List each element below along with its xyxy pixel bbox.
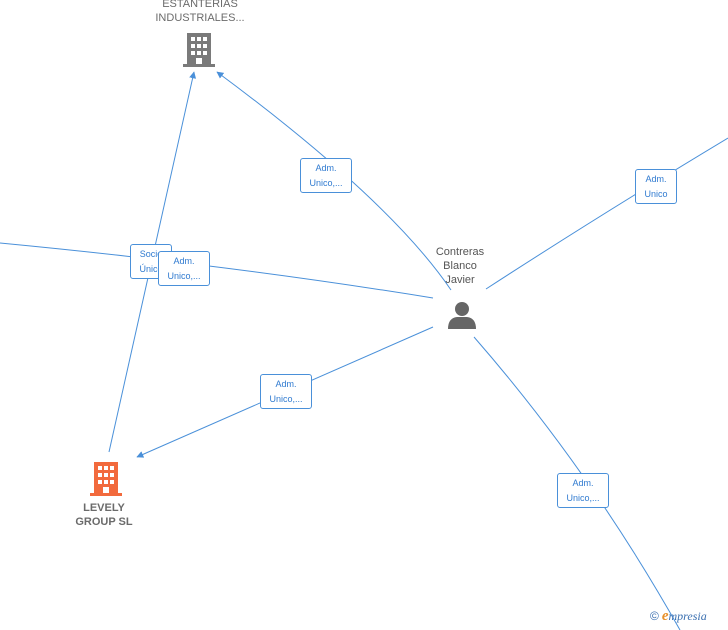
empresia-watermark: © empresia (650, 608, 707, 625)
edge-line-contreras-right (485, 137, 728, 290)
brand-initial: e (661, 608, 669, 624)
edge-label-adm-unico[interactable]: Adm. Unico (635, 169, 677, 204)
edge-line-left-contreras (0, 242, 434, 299)
node-label-contreras[interactable]: Contreras Blanco Javier (435, 246, 485, 286)
building-icon[interactable] (90, 462, 122, 496)
edge-label-adm-unico[interactable]: Adm. Unico,... (557, 473, 609, 508)
edge-label-adm-unico[interactable]: Adm. Unico,... (158, 251, 210, 286)
copyright-symbol: © (650, 609, 659, 623)
edge-label-adm-unico[interactable]: Adm. Unico,... (300, 158, 352, 193)
brand-name: mpresia (668, 609, 707, 623)
person-icon[interactable] (447, 301, 477, 329)
node-label-levely[interactable]: LEVELY GROUP SL (75, 502, 133, 528)
node-label-estanterias[interactable]: ESTANTERIAS INDUSTRIALES... (155, 0, 245, 24)
edge-label-adm-unico[interactable]: Adm. Unico,... (260, 374, 312, 409)
edge-line-contreras-estanterias (216, 71, 452, 291)
building-icon[interactable] (183, 33, 215, 67)
